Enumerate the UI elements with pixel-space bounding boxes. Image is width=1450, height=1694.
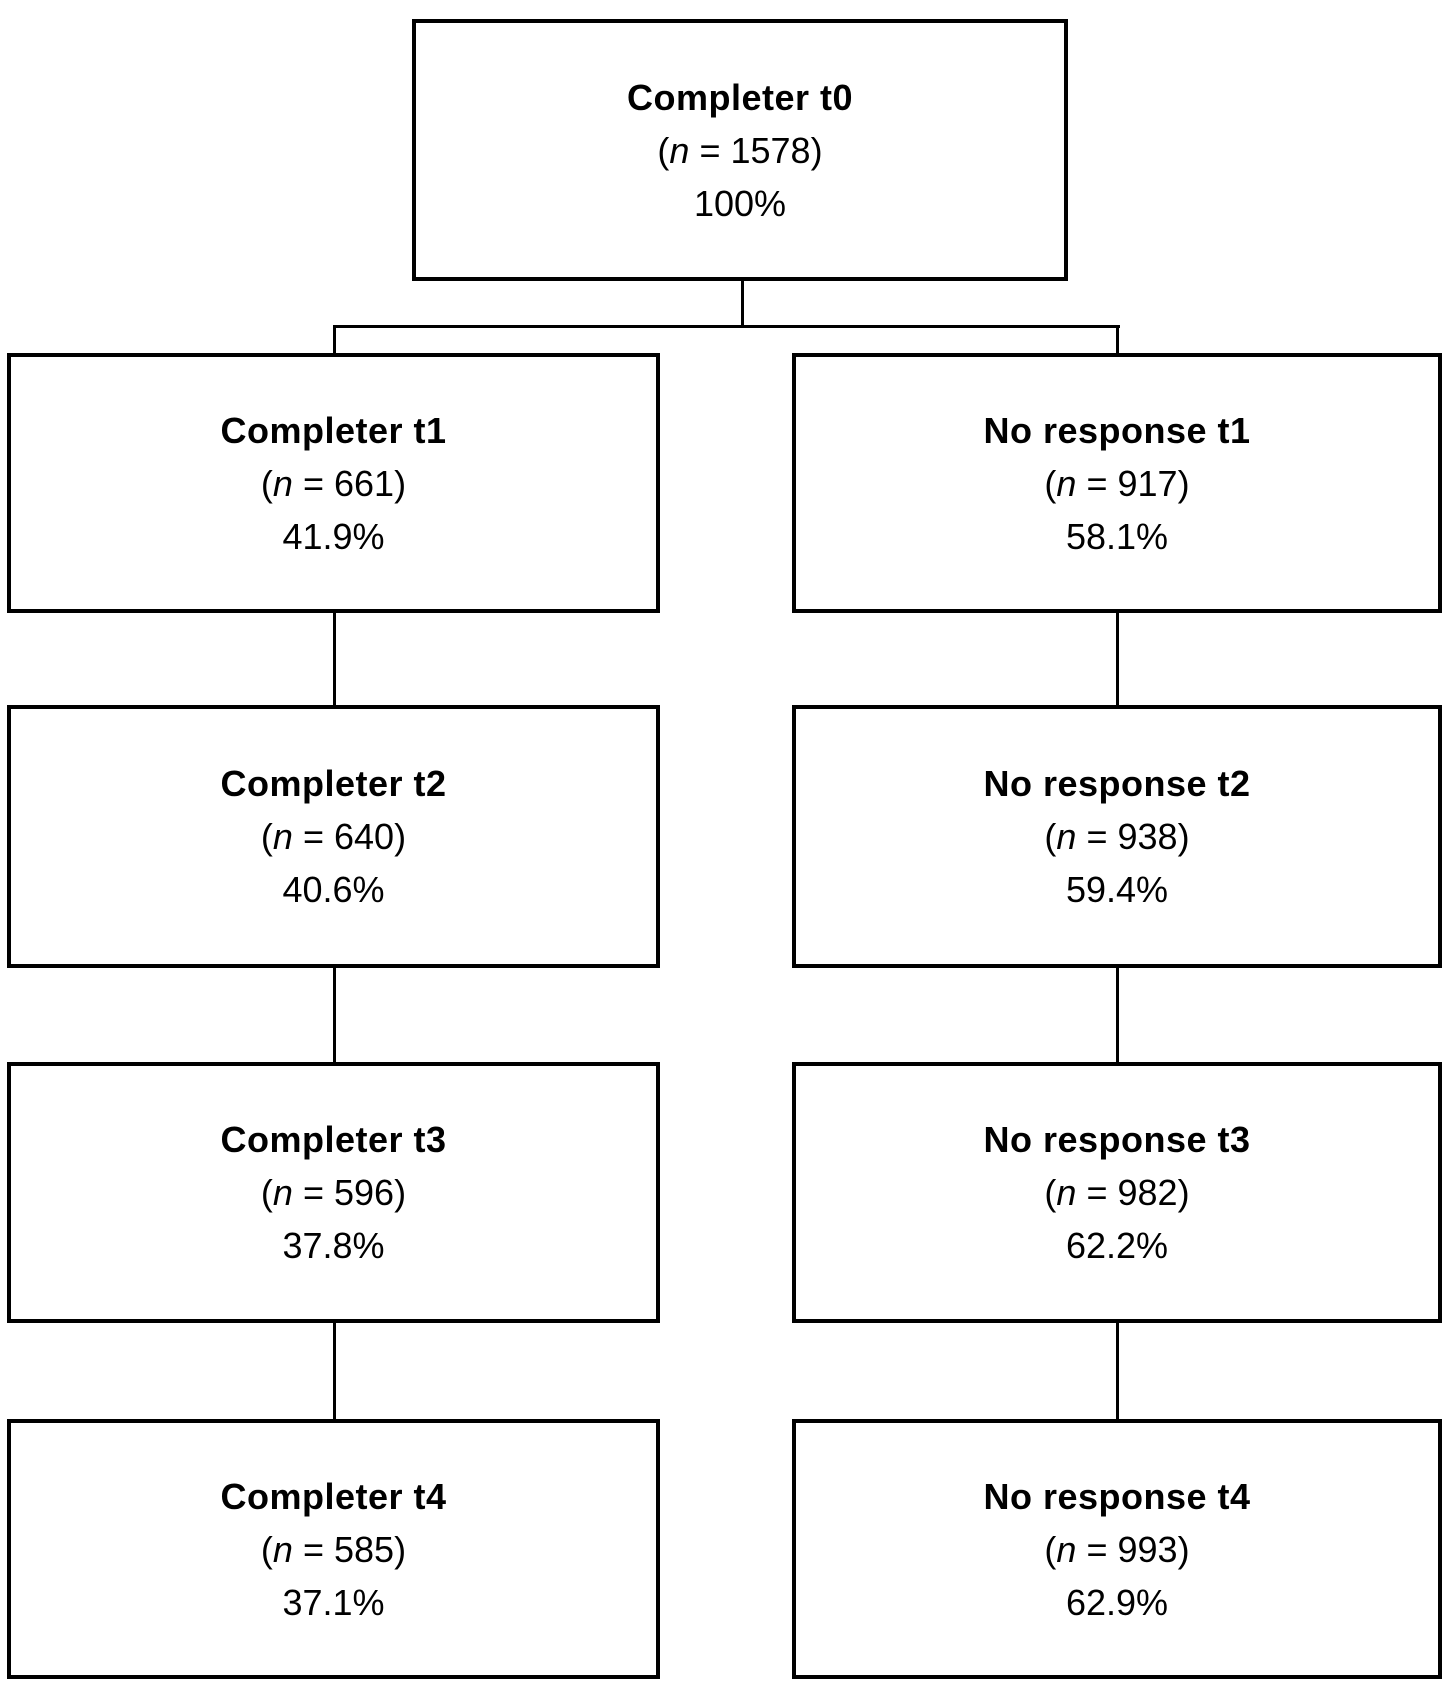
equals-sign: = (1076, 462, 1118, 504)
equals-sign: = (689, 129, 731, 171)
n-symbol: n (272, 1172, 293, 1213)
equals-sign: = (1076, 1172, 1118, 1213)
box-percent: 40.6% (282, 869, 385, 910)
paren-close: ) (394, 1528, 407, 1570)
flow-box-completer-t0: Completer t0 (n = 1578) 100% (412, 19, 1068, 281)
box-title: Completer t3 (220, 1119, 447, 1160)
flow-box-completer-t2: Completer t2 (n = 640) 40.6% (7, 705, 660, 968)
box-title: Completer t4 (220, 1475, 447, 1517)
n-value: 917 (1117, 462, 1178, 504)
n-symbol: n (272, 462, 293, 504)
box-percent: 100% (693, 182, 787, 224)
box-percent: 58.1% (1065, 515, 1169, 557)
n-value: 1578 (730, 129, 811, 171)
box-title: Completer t2 (220, 763, 447, 804)
n-value: 661 (333, 462, 395, 504)
box-title: No response t4 (983, 1475, 1251, 1517)
paren-open: ( (260, 462, 273, 504)
n-symbol: n (1056, 816, 1077, 857)
n-symbol: n (669, 129, 690, 171)
equals-sign: = (1076, 1528, 1118, 1570)
equals-sign: = (292, 1172, 334, 1213)
paren-open: ( (260, 816, 273, 857)
box-title: Completer t1 (220, 409, 447, 451)
flow-box-completer-t3: Completer t3 (n = 596) 37.8% (7, 1062, 660, 1323)
n-value: 640 (333, 816, 395, 857)
box-title: No response t1 (983, 409, 1251, 451)
paren-open: ( (260, 1172, 273, 1213)
paren-open: ( (260, 1528, 273, 1570)
flow-box-completer-t1: Completer t1 (n = 661) 41.9% (7, 353, 660, 613)
box-n-line: (n = 596) (261, 1166, 406, 1219)
n-symbol: n (272, 1528, 293, 1570)
flow-box-completer-t4: Completer t4 (n = 585) 37.1% (7, 1419, 660, 1679)
paren-close: ) (1177, 816, 1190, 857)
connector-drop-left (333, 325, 336, 353)
n-symbol: n (272, 816, 293, 857)
n-value: 993 (1117, 1528, 1178, 1570)
box-n-line: (n = 917) (1044, 457, 1189, 510)
box-n-line: (n = 640) (261, 810, 406, 863)
n-symbol: n (1056, 1528, 1077, 1570)
box-n-line: (n = 661) (261, 457, 406, 510)
paren-close: ) (394, 1172, 407, 1213)
box-n-line: (n = 1578) (657, 124, 822, 177)
paren-close: ) (394, 462, 407, 504)
box-percent: 41.9% (282, 515, 385, 557)
paren-open: ( (1044, 462, 1057, 504)
box-title: No response t3 (983, 1119, 1251, 1160)
box-percent: 37.1% (282, 1581, 385, 1623)
box-n-line: (n = 938) (1044, 810, 1189, 863)
n-value: 938 (1117, 816, 1178, 857)
paren-close: ) (394, 816, 407, 857)
connector-no-response-t3-t4 (1116, 1323, 1119, 1419)
paren-open: ( (1044, 1172, 1057, 1213)
box-n-line: (n = 585) (261, 1523, 406, 1576)
connector-completer-t2-t3 (333, 968, 336, 1062)
connector-drop-right (1116, 325, 1119, 353)
connector-completer-t3-t4 (333, 1323, 336, 1419)
flow-box-no-response-t2: No response t2 (n = 938) 59.4% (792, 705, 1442, 968)
box-title: Completer t0 (626, 76, 854, 118)
flow-box-no-response-t4: No response t4 (n = 993) 62.9% (792, 1419, 1442, 1679)
n-symbol: n (1056, 1172, 1077, 1213)
box-percent: 59.4% (1065, 869, 1169, 910)
box-percent: 62.9% (1065, 1581, 1169, 1623)
paren-close: ) (810, 129, 823, 171)
box-n-line: (n = 982) (1044, 1166, 1189, 1219)
connector-no-response-t2-t3 (1116, 968, 1119, 1062)
paren-open: ( (657, 129, 670, 171)
paren-close: ) (1177, 462, 1190, 504)
equals-sign: = (1076, 816, 1118, 857)
n-value: 982 (1117, 1172, 1178, 1213)
box-percent: 37.8% (282, 1225, 385, 1266)
n-value: 585 (333, 1528, 395, 1570)
flow-box-no-response-t3: No response t3 (n = 982) 62.2% (792, 1062, 1442, 1323)
connector-no-response-t1-t2 (1116, 613, 1119, 705)
equals-sign: = (292, 462, 334, 504)
paren-close: ) (1177, 1528, 1190, 1570)
connector-completer-t1-t2 (333, 613, 336, 705)
box-percent: 62.2% (1065, 1225, 1169, 1266)
connector-root-stem (741, 281, 744, 328)
n-symbol: n (1056, 462, 1077, 504)
equals-sign: = (292, 816, 334, 857)
n-value: 596 (333, 1172, 395, 1213)
flow-box-no-response-t1: No response t1 (n = 917) 58.1% (792, 353, 1442, 613)
paren-open: ( (1044, 1528, 1057, 1570)
paren-close: ) (1177, 1172, 1190, 1213)
equals-sign: = (292, 1528, 334, 1570)
connector-crossbar (333, 325, 1120, 328)
box-n-line: (n = 993) (1044, 1523, 1189, 1576)
paren-open: ( (1044, 816, 1057, 857)
box-title: No response t2 (983, 763, 1251, 804)
